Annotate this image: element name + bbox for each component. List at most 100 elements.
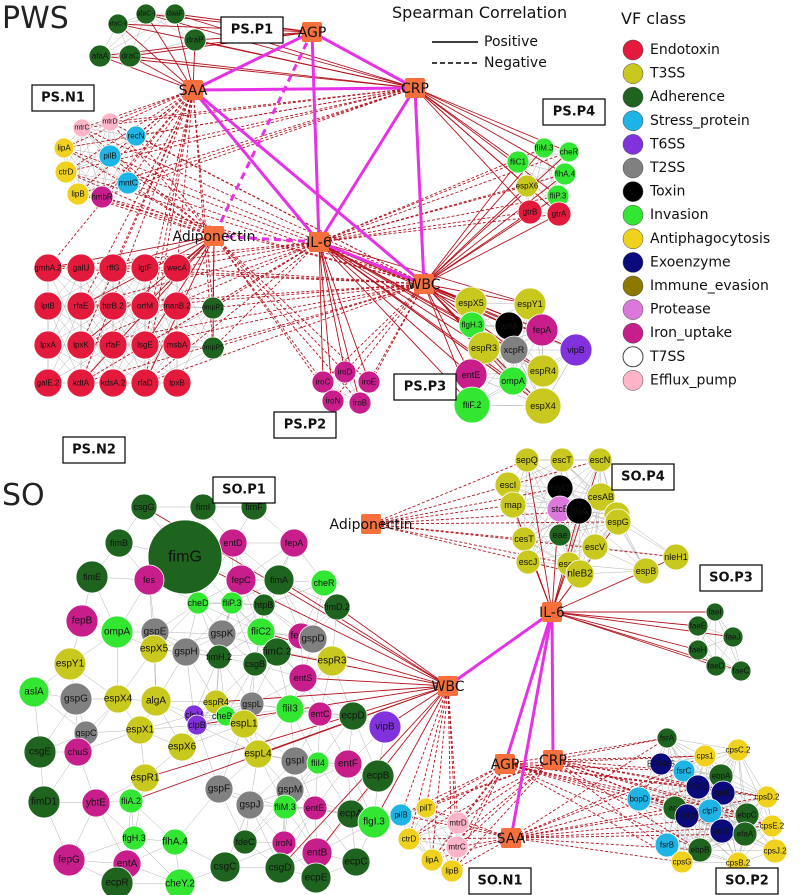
vf-node-esct[interactable]: escT (549, 447, 575, 473)
vf-node-escj[interactable]: escJ (515, 549, 541, 575)
vf-node-irod[interactable]: iroD (333, 360, 357, 384)
vf-node-daaf[interactable]: daaF (164, 3, 186, 25)
vf-node-flip-3[interactable]: fliP.3 (220, 591, 244, 615)
vf-node-lipa[interactable]: lipA (53, 137, 75, 159)
vf-node-f0818[interactable]: F0818 (674, 803, 700, 829)
vf-node-weca[interactable]: wecA (162, 253, 192, 283)
hub-saa[interactable]: SAA (179, 80, 208, 100)
vf-node-ebpc[interactable]: ebpC (734, 802, 760, 828)
vf-node-lpxa[interactable]: lpxA (33, 330, 63, 360)
vf-node-fimd-2[interactable]: fimD.2 (323, 593, 351, 621)
vf-node-flim-3[interactable]: fliM.3 (272, 794, 298, 820)
vf-node-ybte[interactable]: ybtE (81, 788, 111, 818)
vf-node-fes[interactable]: fes (133, 564, 165, 596)
vf-node-escn[interactable]: escN (587, 447, 613, 473)
vf-node-fimi[interactable]: fimI (189, 493, 217, 521)
vf-node-ents[interactable]: entS (288, 663, 318, 693)
vf-node-flgh-3[interactable]: flgH.3 (121, 825, 147, 851)
vf-node-escv[interactable]: escV (581, 533, 609, 561)
vf-node-lsge[interactable]: lsgE (130, 330, 160, 360)
vf-node-hlya[interactable]: hlyA (565, 497, 593, 525)
vf-node-ecpb[interactable]: ecpB (361, 759, 395, 793)
vf-node-csgb[interactable]: csgB (242, 651, 268, 677)
vf-node-fime[interactable]: fimE (75, 560, 109, 594)
vf-node-ecpd[interactable]: ecpD (338, 701, 368, 731)
vf-node-lgtf[interactable]: lgtF (130, 253, 160, 283)
vf-node-lpxb[interactable]: lpxB (162, 368, 192, 398)
vf-node-espr3[interactable]: espR3 (316, 645, 348, 677)
vf-node-entf[interactable]: entF (333, 749, 363, 779)
vf-node-pilb[interactable]: pilB (389, 803, 413, 827)
vf-node-gspi[interactable]: gspI (280, 746, 310, 776)
hub-adiponectin[interactable]: Adiponectin (173, 226, 256, 246)
vf-node-kdsa-2[interactable]: kdsA.2 (98, 368, 128, 398)
vf-node-gtra[interactable]: gtrA (546, 201, 572, 227)
vf-node-drac[interactable]: draC (118, 44, 142, 68)
vf-node-ctrd[interactable]: ctrD (54, 160, 78, 184)
hub-agp[interactable]: AGP (491, 754, 520, 774)
vf-node-iron[interactable]: iroN (321, 389, 345, 413)
vf-node-lipb[interactable]: lipB (440, 859, 464, 883)
vf-node-asla[interactable]: aslA (18, 676, 50, 708)
hub-crp[interactable]: CRP (539, 750, 567, 770)
vf-node-afac-i[interactable]: afaC-I (135, 3, 157, 25)
vf-node-mtrc[interactable]: mtrC (445, 835, 469, 859)
vf-node-espx6[interactable]: espX6 (515, 174, 539, 198)
vf-node-mtrc[interactable]: mtrC (72, 118, 92, 138)
vf-node-cpsd-2[interactable]: cpsD.2 (755, 785, 780, 809)
vf-node-espx6[interactable]: espX6 (167, 732, 197, 762)
vf-node-gspk[interactable]: gspK (207, 619, 237, 649)
vf-node-flha-4[interactable]: flhA.4 (553, 162, 577, 186)
vf-node-flic1[interactable]: fliC1 (506, 150, 530, 174)
vf-node-espx1[interactable]: espX1 (125, 715, 155, 745)
vf-node-ecpr[interactable]: ecpR (100, 866, 134, 895)
vf-node-fepb[interactable]: fepB (65, 604, 99, 638)
vf-node-eae[interactable]: eae (548, 523, 572, 547)
vf-node-fsrb[interactable]: fsrB (654, 832, 680, 858)
vf-node-sepq[interactable]: sepQ (514, 447, 540, 473)
vf-node-mtrd[interactable]: mtrD (100, 112, 120, 132)
vf-node-cher[interactable]: cheR (310, 569, 338, 597)
vf-node-kdta[interactable]: kdtA (66, 368, 96, 398)
vf-node-fimb[interactable]: fimB (104, 528, 134, 558)
vf-node-vipb[interactable]: vipB (368, 710, 402, 744)
hub-il-6[interactable]: IL-6 (306, 232, 332, 252)
vf-node-clpb[interactable]: clpB (186, 714, 208, 736)
vf-node-espl1[interactable]: espL1 (229, 709, 259, 739)
vf-node-faej[interactable]: faeJ (722, 626, 744, 648)
vf-node-cpsg[interactable]: cpsG (670, 850, 694, 874)
vf-node-espr1[interactable]: espR1 (131, 763, 160, 793)
vf-node-bopd[interactable]: bopD (626, 786, 652, 812)
vf-node-espx5[interactable]: espX5 (139, 634, 169, 664)
vf-node-faee[interactable]: faeE (687, 615, 709, 637)
vf-node-mtrd[interactable]: mtrD (446, 811, 470, 835)
vf-node-ecpe[interactable]: ecpE (300, 862, 332, 894)
vf-node-fsrc[interactable]: fsrC (672, 759, 696, 783)
vf-node-gspf[interactable]: gspF (204, 774, 234, 804)
vf-node-htpb[interactable]: htpB (252, 593, 276, 617)
vf-node-fimc-2[interactable]: fimC.2 (263, 637, 292, 667)
hub-saa[interactable]: SAA (497, 828, 526, 848)
vf-node-espg[interactable]: espG (604, 508, 632, 536)
vf-node-recn[interactable]: recN (125, 125, 147, 147)
vf-node-ctrd[interactable]: ctrD (397, 827, 421, 851)
vf-node-flim-3[interactable]: fliM.3 (533, 137, 555, 159)
vf-node-flia-2[interactable]: fliA.2 (118, 788, 144, 814)
vf-node-rffg[interactable]: rffG (98, 253, 128, 283)
vf-node-csge[interactable]: csgE (23, 735, 57, 769)
vf-node-rfae[interactable]: rfaE (66, 291, 96, 321)
vf-node-alga[interactable]: algA (140, 685, 172, 717)
vf-node-spre[interactable]: sprE (709, 818, 735, 844)
vf-node-faeh[interactable]: faeH (687, 639, 709, 661)
vf-node-afac-ii[interactable]: afaC-II (107, 13, 129, 35)
vf-node-espy1[interactable]: espY1 (53, 647, 87, 681)
vf-node-fepa[interactable]: fepA (525, 313, 559, 347)
hub-wbc[interactable]: WBC (408, 274, 441, 294)
vf-node-entd[interactable]: entD (218, 528, 248, 558)
vf-node-lipb[interactable]: lipB (66, 182, 90, 206)
vf-node-cher[interactable]: cheR (558, 141, 580, 163)
vf-node-xcpr[interactable]: xcpR (499, 335, 529, 365)
hub-adiponectin[interactable]: Adiponectin (330, 514, 413, 534)
vf-node-asta[interactable]: astA (494, 311, 524, 341)
hub-agp[interactable]: AGP (298, 22, 327, 42)
